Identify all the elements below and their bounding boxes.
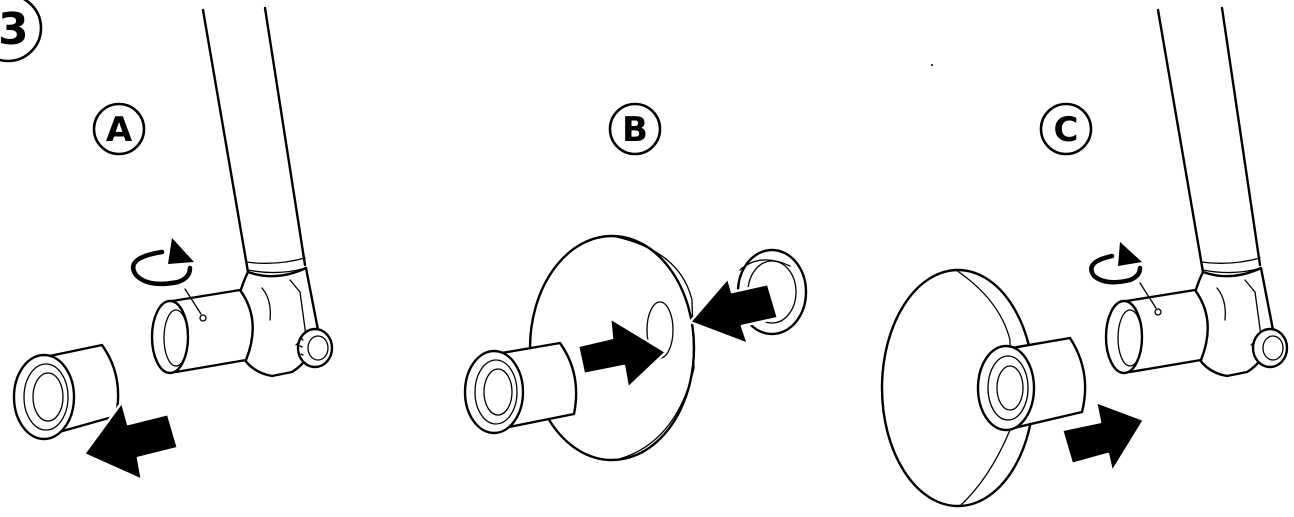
- collar-arrow-icon: [688, 276, 780, 346]
- panel-badge-c: C: [1039, 102, 1093, 156]
- insert-arrow-icon: [576, 316, 668, 390]
- panel-label-c: C: [1054, 110, 1079, 150]
- attach-arrow-icon: [1060, 400, 1146, 474]
- arm-tube: [1156, 6, 1262, 274]
- arm-tube: [201, 6, 307, 274]
- panel-a-illustration: [12, 6, 334, 482]
- rotation-arrow-icon: [130, 238, 194, 287]
- adjustment-knob: [1251, 327, 1289, 369]
- remove-arrow-icon: [82, 400, 180, 482]
- step-badge: 3: [0, 0, 43, 63]
- adjustment-knob: [296, 327, 334, 369]
- elbow-outlet: [1104, 282, 1209, 375]
- elbow-outlet: [150, 288, 254, 375]
- panel-c-illustration: [880, 6, 1289, 508]
- nozzle-flared-tube: [463, 341, 578, 435]
- rotation-arrow-icon: [1089, 242, 1143, 285]
- step-number: 3: [0, 4, 29, 55]
- stray-dot: [931, 64, 933, 66]
- nozzle-flared-tube: [12, 343, 120, 441]
- cone-assembly: [880, 268, 1087, 508]
- panel-badge-a: A: [92, 102, 146, 156]
- panel-label-b: B: [622, 110, 648, 150]
- panel-badge-b: B: [608, 102, 662, 156]
- panel-b-illustration: [463, 234, 808, 462]
- panel-label-a: A: [106, 110, 133, 150]
